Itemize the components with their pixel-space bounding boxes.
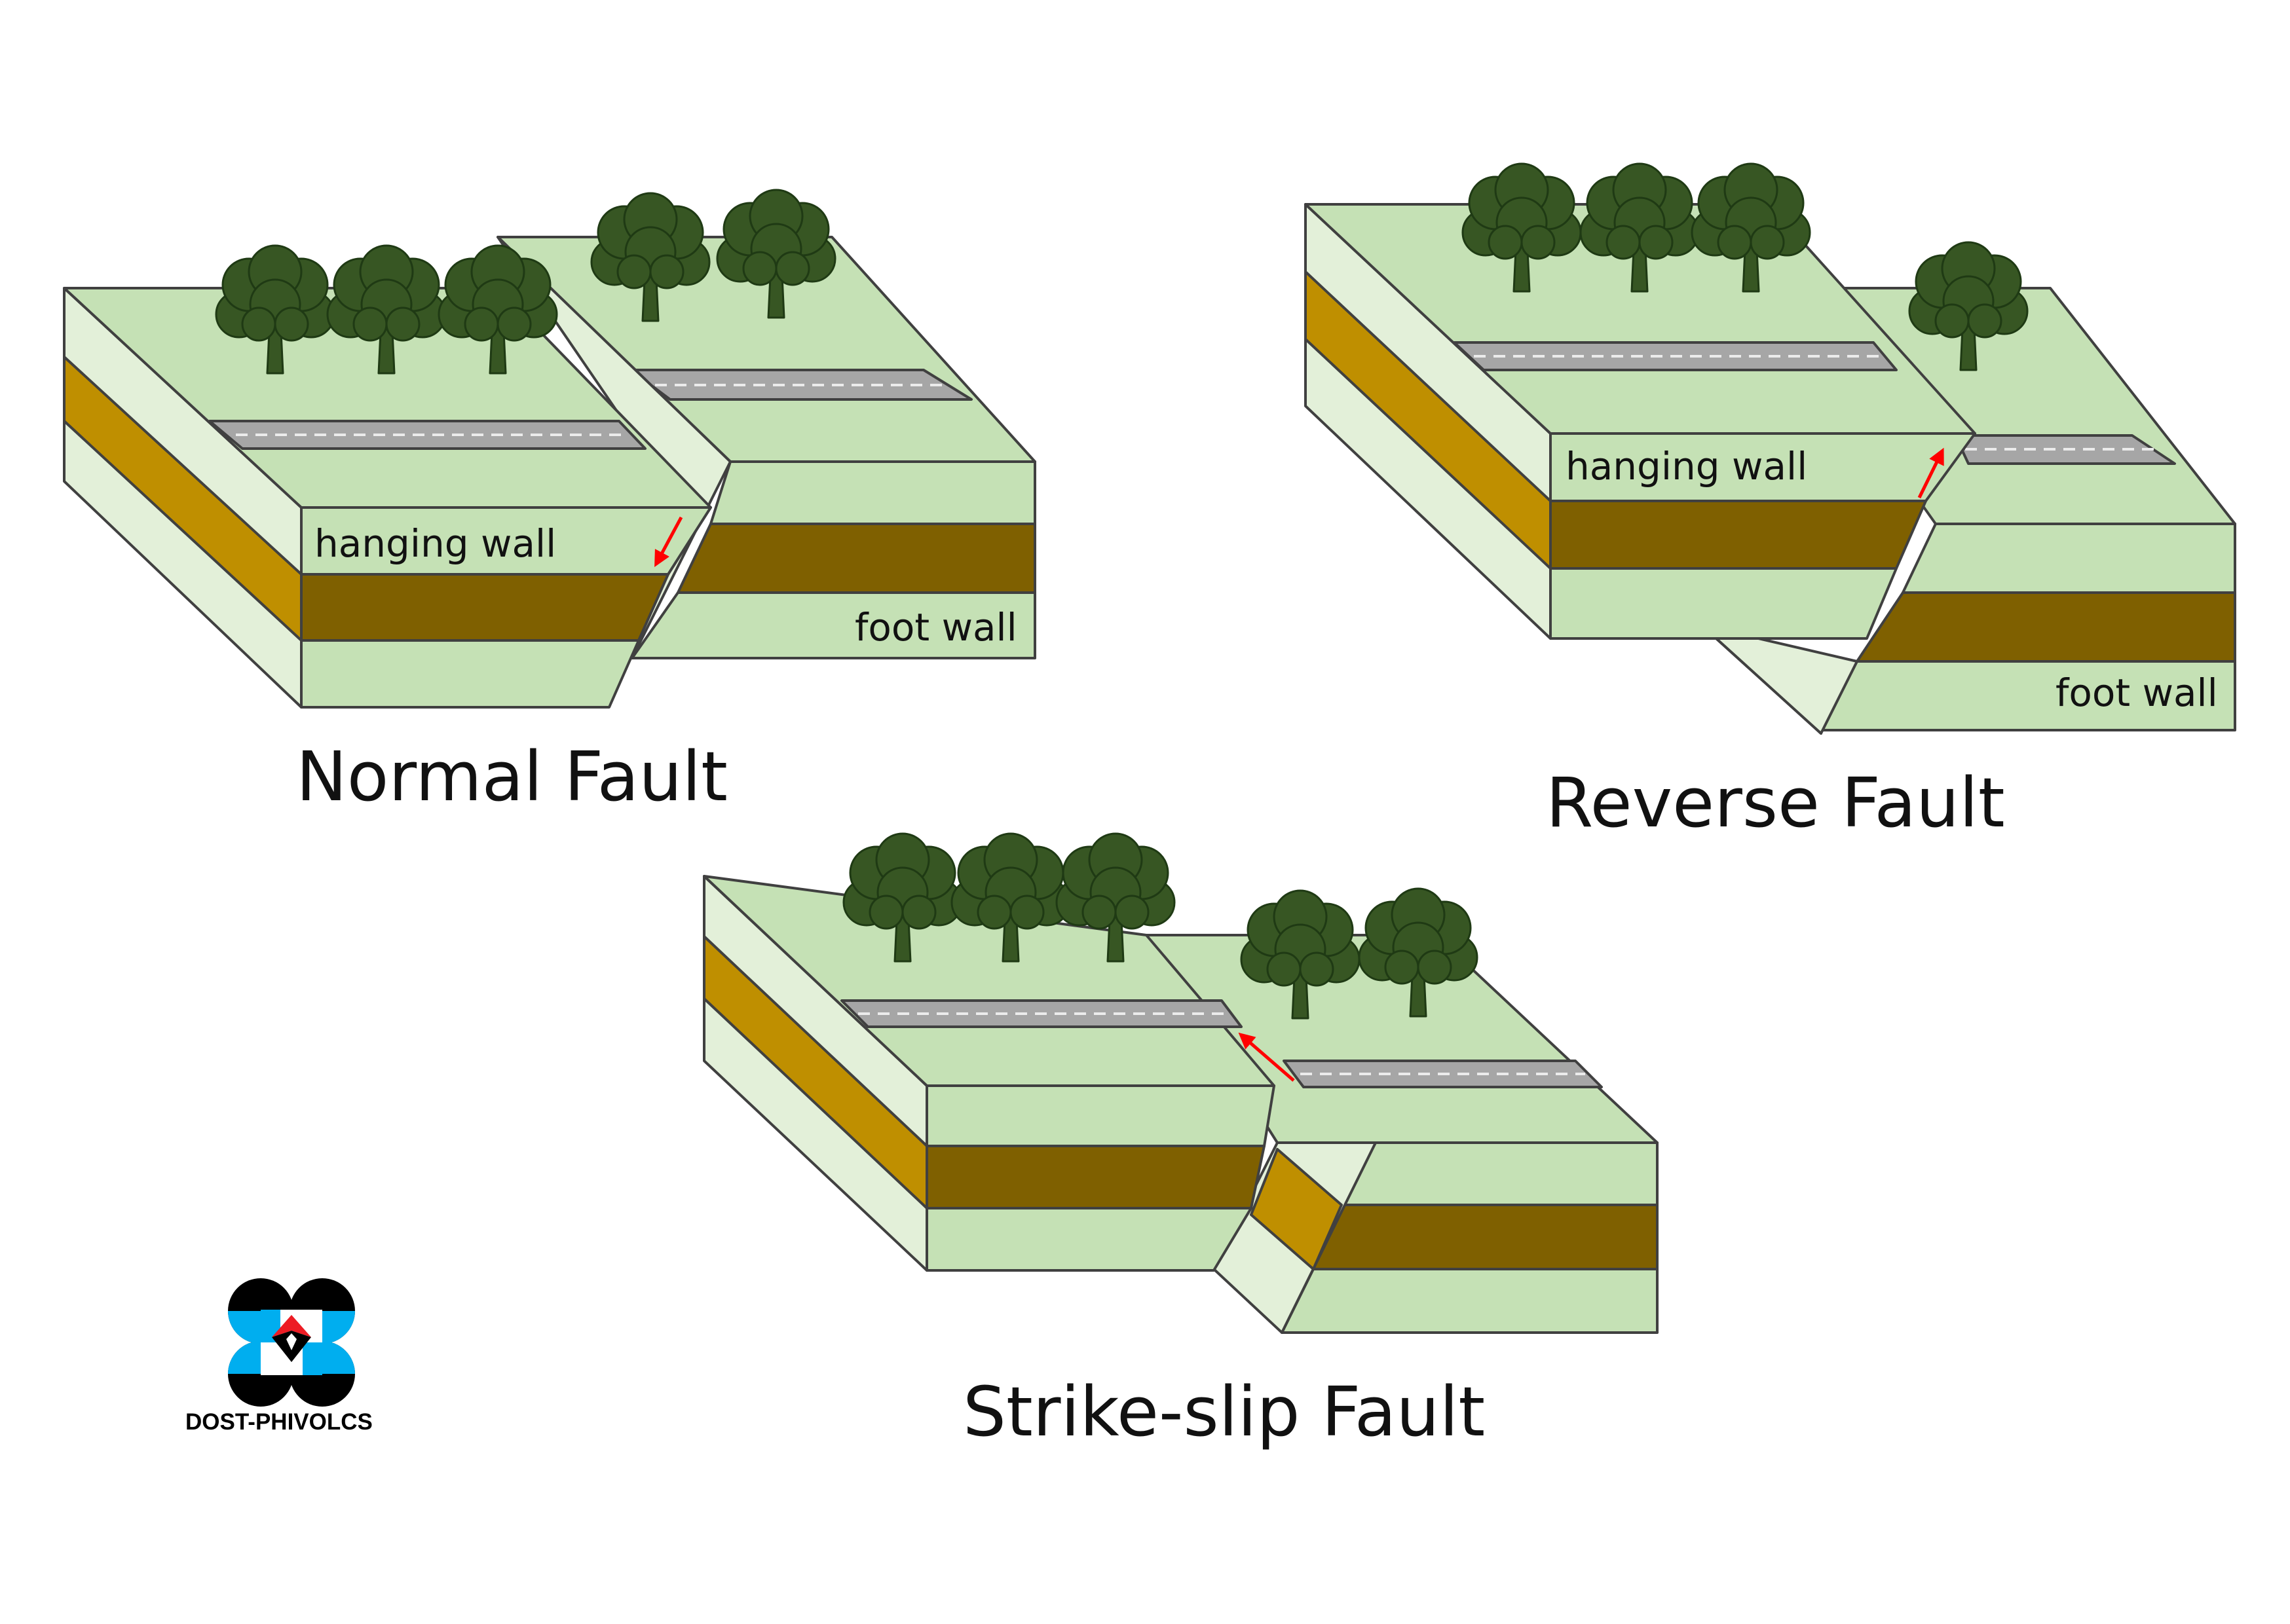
reverse-hanging-wall-block [1304, 203, 1976, 640]
strike-slip-left-front-upper [926, 1084, 1275, 1147]
strike-slip-fault-diagram [703, 832, 1659, 1334]
normal-hanging-wall-front-lower [300, 639, 640, 709]
normal-foot-wall-brown-layer [677, 523, 1036, 594]
strike-slip-left-block [703, 875, 1275, 1272]
normal-foot-wall-front-lower [631, 591, 1036, 659]
strike-slip-right-side-ochre [1250, 1148, 1343, 1270]
phivolcs-logo-icon [228, 1278, 355, 1407]
reverse-fault-title: Reverse Fault [1546, 763, 2005, 843]
strike-slip-fault-title: Strike-slip Fault [963, 1372, 1485, 1452]
reverse-foot-wall-front-upper [1902, 523, 2236, 594]
reverse-hanging-wall-label: hanging wall [1566, 444, 1807, 489]
reverse-foot-wall-brown-layer [1856, 591, 2236, 663]
normal-foot-wall-front-upper [709, 460, 1036, 525]
reverse-hanging-wall-front-lower [1549, 567, 1898, 640]
reverse-fault-diagram [1304, 162, 2236, 735]
strike-slip-right-front-lower [1281, 1268, 1659, 1334]
reverse-foot-wall-label: foot wall [2055, 671, 2218, 715]
normal-hanging-wall-brown-layer [300, 573, 669, 642]
reverse-foot-wall-block [1715, 287, 2236, 735]
reverse-hanging-wall-brown-layer [1549, 500, 1927, 570]
slip-arrow-icon [654, 516, 683, 568]
normal-fault-title: Normal Fault [296, 737, 728, 817]
strike-slip-right-front-upper [1340, 1141, 1659, 1206]
slip-arrow-icon [1238, 1032, 1295, 1082]
normal-hanging-wall-block [63, 287, 712, 709]
slip-arrow-icon [1917, 447, 1944, 499]
normal-foot-wall-label: foot wall [855, 605, 1017, 650]
logo-text: DOST-PHIVOLCS [185, 1409, 373, 1435]
normal-hanging-wall-label: hanging wall [314, 521, 556, 566]
strike-slip-left-front-lower [926, 1207, 1252, 1272]
strike-slip-right-brown-layer [1312, 1204, 1659, 1270]
strike-slip-left-brown-layer [926, 1145, 1266, 1209]
normal-hanging-wall-road [208, 420, 647, 450]
normal-fault-diagram [63, 189, 1036, 709]
